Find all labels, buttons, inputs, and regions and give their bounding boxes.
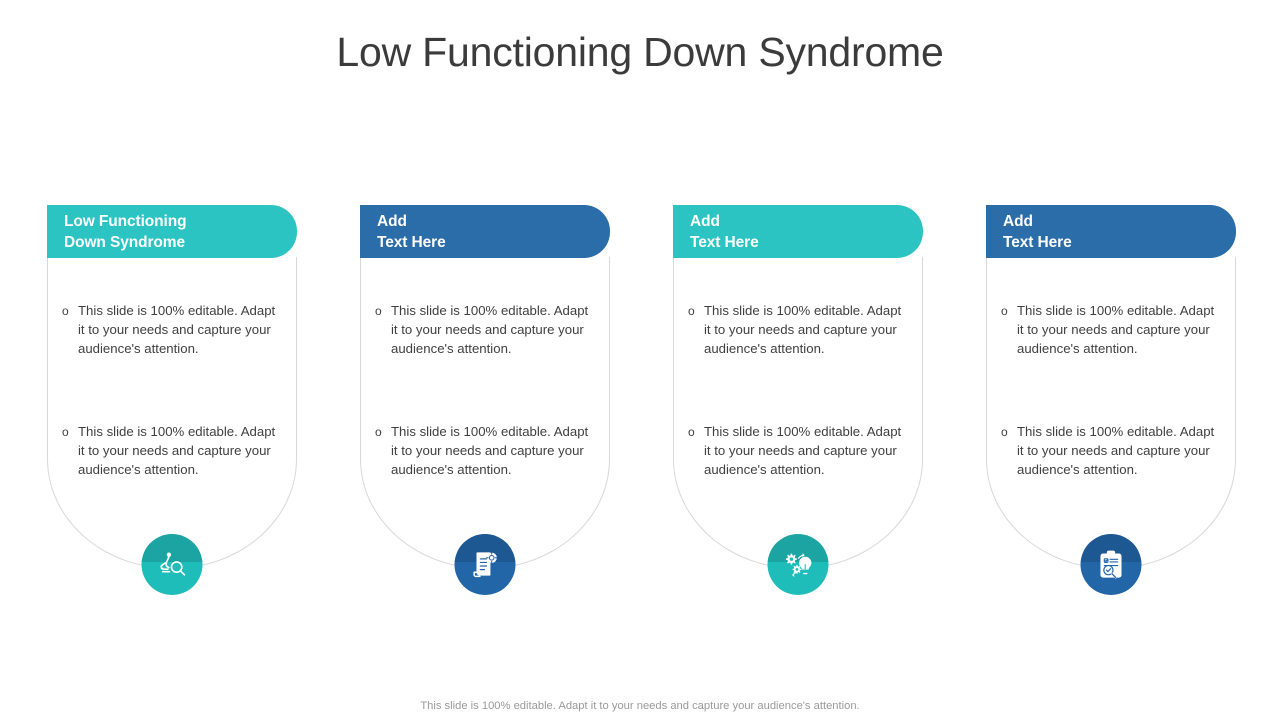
bullet-text: This slide is 100% editable. Adapt it to… [391,303,589,357]
list-item: o This slide is 100% editable. Adapt it t… [688,301,910,359]
bullet-marker-icon: o [62,304,69,318]
card-header-line-2: Down Syndrome [64,233,185,251]
icon-top-shade [767,534,829,563]
research-microscope-magnifier-icon[interactable] [141,534,203,595]
bullet-marker-icon: o [688,424,695,439]
footer-note: This slide is 100% editable. Adapt it to… [420,700,860,712]
bullet-marker-icon: o [375,304,382,318]
card-header-line-1: Low Functioning [64,212,187,230]
list-item: o This slide is 100% editable. Adapt it t… [62,422,284,480]
card-header-line-2: Text Here [377,233,446,251]
bullet-marker-icon: o [1001,304,1008,318]
bullet-text: This slide is 100% editable. Adapt it to… [704,303,902,357]
bullet-text: This slide is 100% editable. Adapt it to… [391,423,589,478]
bullet-marker-icon: o [375,424,382,439]
bullet-text: This slide is 100% editable. Adapt it to… [78,303,276,357]
bullet-marker-icon: o [1001,424,1008,439]
list-item: o This slide is 100% editable. Adapt it t… [1001,422,1223,480]
list-item: o This slide is 100% editable. Adapt it t… [375,422,597,480]
card-header-line-2: Text Here [690,233,759,251]
list-item: o This slide is 100% editable. Adapt it t… [375,301,597,359]
document-report-idea-icon[interactable] [454,534,516,595]
gears-lightbulb-idea-icon[interactable] [767,534,829,595]
card-header-line-1: Add [377,212,407,230]
card-header-line-2: Text Here [1003,233,1072,251]
list-item: o This slide is 100% editable. Adapt it t… [688,422,910,480]
page-title: Low Functioning Down Syndrome [336,29,944,75]
bullet-text: This slide is 100% editable. Adapt it to… [1017,303,1215,357]
clipboard-checklist-magnifier-icon[interactable] [1080,534,1142,595]
card-header-line-1: Add [690,212,720,230]
bullet-text: This slide is 100% editable. Adapt it to… [1017,423,1215,478]
icon-top-shade [141,534,203,563]
bullet-text: This slide is 100% editable. Adapt it to… [78,423,276,478]
card-header-line-1: Add [1003,212,1033,230]
bullet-marker-icon: o [688,304,695,318]
list-item: o This slide is 100% editable. Adapt it t… [62,301,284,359]
bullet-text: This slide is 100% editable. Adapt it to… [704,423,902,478]
list-item: o This slide is 100% editable. Adapt it t… [1001,301,1223,359]
bullet-marker-icon: o [62,424,69,439]
